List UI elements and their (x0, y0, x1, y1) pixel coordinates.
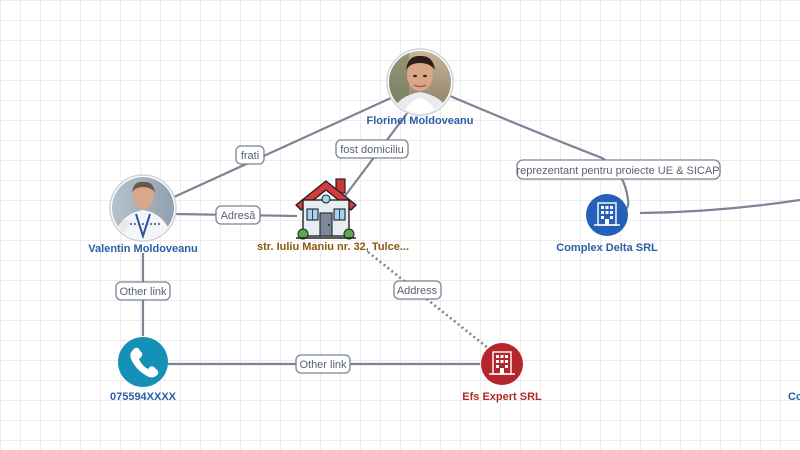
edge-complex-to-offscreen[interactable] (639, 198, 800, 215)
node-label: 075594XXXX (110, 391, 177, 403)
edge-address-link[interactable] (367, 250, 489, 350)
edge-label-frati[interactable]: frati (235, 145, 265, 165)
node-label: Co (788, 391, 800, 403)
edge-label-address[interactable]: Address (393, 280, 442, 300)
company-building-icon (481, 343, 523, 385)
edge-label-adresa[interactable]: Adresă (215, 205, 261, 225)
edge-label-text: frati (241, 150, 259, 162)
node-label: Valentin Moldoveanu (88, 243, 197, 255)
edge-frati[interactable] (173, 95, 394, 199)
node-label: Efs Expert SRL (462, 391, 542, 403)
person-photo-icon (109, 174, 177, 242)
node-label: Complex Delta SRL (556, 242, 658, 254)
edge-label-other-link-horizontal[interactable]: Other link (295, 354, 351, 374)
person-photo-icon (386, 48, 454, 116)
edge-label-fost-domiciliu[interactable]: fost domiciliu (335, 139, 409, 159)
edge-label-text: Address (397, 285, 438, 297)
edge-label-text: Other link (119, 286, 167, 298)
node-efs-expert[interactable]: Efs Expert SRL (462, 343, 542, 403)
node-offscreen-partial[interactable]: Co (788, 391, 800, 403)
node-florinel-moldoveanu[interactable]: Florinel Moldoveanu (367, 48, 474, 127)
edge-label-text: Other link (299, 359, 347, 371)
edges-layer (141, 94, 800, 366)
house-icon (295, 178, 357, 240)
edge-label-text: Adresă (221, 210, 257, 222)
edge-label-other-link-vertical[interactable]: Other link (115, 281, 171, 301)
node-complex-delta[interactable]: Complex Delta SRL (556, 194, 658, 254)
edge-label-text: reprezentant pentru proiecte UE & SICAP (517, 165, 720, 177)
node-label: str. Iuliu Maniu nr. 32, Tulce... (257, 241, 409, 253)
node-label: Florinel Moldoveanu (367, 115, 474, 127)
phone-icon (118, 337, 168, 387)
node-phone[interactable]: 075594XXXX (110, 337, 177, 403)
company-building-icon (586, 194, 628, 236)
edge-label-text: fost domiciliu (340, 144, 404, 156)
edge-label-reprezentant[interactable]: reprezentant pentru proiecte UE & SICAP (516, 159, 721, 180)
node-address[interactable]: str. Iuliu Maniu nr. 32, Tulce... (257, 178, 409, 253)
